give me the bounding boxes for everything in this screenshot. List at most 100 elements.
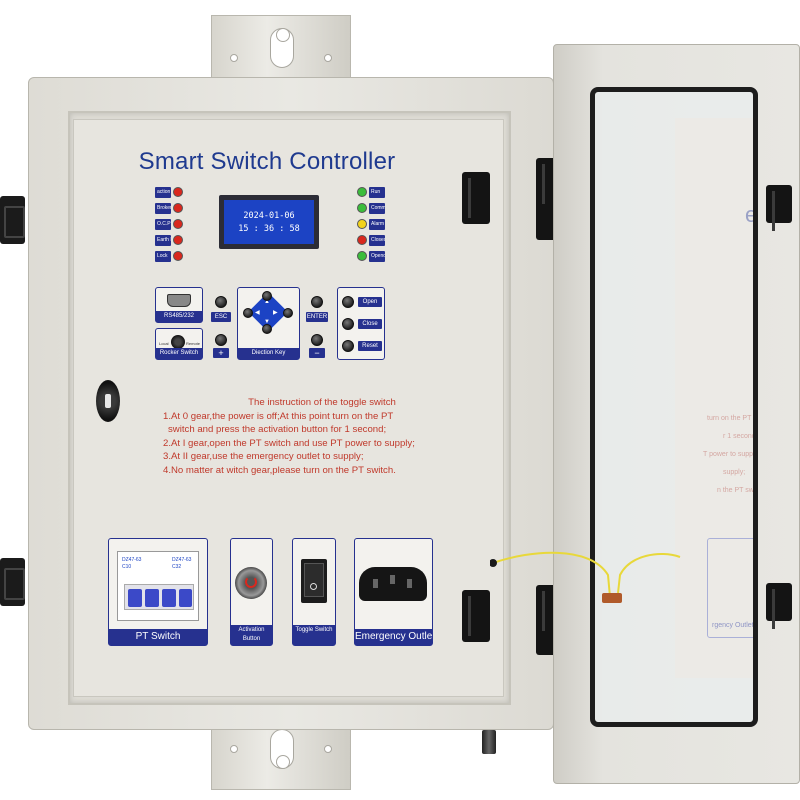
indicator-light-icon bbox=[357, 219, 367, 229]
reflection-title: er bbox=[745, 202, 758, 227]
indicator-light-icon bbox=[173, 251, 183, 261]
rocker-local-label: Local bbox=[159, 341, 169, 346]
close-button[interactable] bbox=[342, 318, 354, 330]
left-status-indicator: O.C.P bbox=[155, 218, 183, 230]
indicator-label: Earth F bbox=[155, 234, 171, 246]
breaker-levers bbox=[124, 584, 194, 610]
bracket-hole bbox=[230, 54, 238, 62]
emergency-outlet-box: Emergency Outlet bbox=[354, 538, 433, 646]
indicator-light-icon bbox=[173, 203, 183, 213]
db9-port-icon[interactable] bbox=[167, 294, 191, 307]
mounting-slot bbox=[270, 729, 294, 769]
lcd-display: 2024-01-06 15 : 36 : 58 bbox=[219, 195, 319, 249]
breaker-lever-4[interactable] bbox=[179, 589, 192, 607]
toggle-switch[interactable] bbox=[301, 559, 327, 603]
pt-switch-box: DZ47-63 C10 DZ47-63 C32 PT Switch bbox=[108, 538, 208, 646]
bottom-screw bbox=[482, 730, 496, 754]
breaker-model-1: DZ47-63 bbox=[122, 557, 142, 563]
toggle-instructions: The instruction of the toggle switch 1.A… bbox=[163, 396, 481, 478]
breaker-lever-3[interactable] bbox=[162, 589, 176, 607]
reflection-line-4: supply; bbox=[723, 469, 746, 476]
cabinet-door[interactable]: er turn on the PT r 1 second; T power to… bbox=[553, 44, 800, 784]
indicator-label: action bbox=[155, 186, 171, 198]
indicator-label: Broken bbox=[155, 202, 171, 214]
right-status-indicator: Run bbox=[357, 186, 385, 198]
indicator-label: Run bbox=[369, 186, 385, 198]
indicator-light-icon bbox=[173, 235, 183, 245]
breaker-lever-1[interactable] bbox=[128, 589, 142, 607]
breaker-rating-1: C10 bbox=[122, 564, 132, 570]
up-button[interactable] bbox=[262, 291, 272, 301]
activation-button[interactable] bbox=[235, 567, 267, 599]
left-button[interactable] bbox=[243, 308, 253, 318]
left-status-indicator: Earth F bbox=[155, 234, 183, 246]
bracket-hole bbox=[324, 54, 332, 62]
reflection-line-1: turn on the PT bbox=[707, 415, 752, 422]
right-status-indicator: Opend bbox=[357, 250, 385, 262]
reset-label: Reset bbox=[358, 341, 382, 351]
indicator-light-icon bbox=[173, 219, 183, 229]
instruction-line-1b: switch and press the activation button f… bbox=[168, 424, 387, 436]
reflection-line-3: T power to supply; bbox=[703, 451, 758, 458]
rocker-remote-label: Remote bbox=[186, 341, 201, 346]
reset-button[interactable] bbox=[342, 340, 354, 352]
breaker-model-2: DZ47-63 bbox=[172, 557, 192, 563]
activation-button-box: Activation Button bbox=[230, 538, 273, 646]
door-hinge-bottom bbox=[536, 585, 556, 655]
door-hinge-top bbox=[536, 158, 556, 240]
direction-key-label: Diection Key bbox=[238, 348, 299, 359]
rocker-switch-label: Rocker Switch bbox=[156, 348, 202, 359]
display-time: 15 : 36 : 58 bbox=[238, 224, 300, 234]
door-window: er turn on the PT r 1 second; T power to… bbox=[590, 87, 758, 727]
bracket-hole bbox=[324, 745, 332, 753]
right-status-indicator: Closed bbox=[357, 234, 385, 246]
down-arrow-icon[interactable]: ▼ bbox=[264, 319, 270, 325]
up-arrow-icon[interactable]: ▲ bbox=[264, 299, 270, 305]
rocker-knob-icon[interactable] bbox=[171, 335, 185, 349]
activation-label: Activation Button bbox=[231, 625, 272, 645]
indicator-label: Opend bbox=[369, 250, 385, 262]
reflection-line-5: n the PT switch. bbox=[717, 487, 758, 494]
indicator-label: O.C.P bbox=[155, 218, 171, 230]
instruction-line-4: 4.No matter at witch gear,please turn on… bbox=[163, 464, 396, 476]
enter-label: ENTER bbox=[306, 312, 328, 322]
emergency-outlet-label: Emergency Outlet bbox=[355, 629, 432, 645]
power-outlet-icon[interactable] bbox=[359, 567, 427, 601]
bracket-hole bbox=[230, 745, 238, 753]
right-status-indicator: Alarm bbox=[357, 218, 385, 230]
left-arrow-icon[interactable]: ◀ bbox=[255, 310, 260, 316]
instruction-line-2: 2.At I gear,open the PT switch and use P… bbox=[163, 437, 415, 449]
comm-port-label: RS485/232 bbox=[156, 311, 202, 322]
esc-label: ESC bbox=[211, 312, 231, 322]
esc-button[interactable] bbox=[215, 296, 227, 308]
door-latch-top[interactable] bbox=[462, 172, 490, 224]
door-clip-top[interactable] bbox=[766, 185, 792, 231]
left-status-indicator: Lock bbox=[155, 250, 183, 262]
plus-button[interactable] bbox=[215, 334, 227, 346]
comm-port-box: RS485/232 bbox=[155, 287, 203, 323]
enter-button[interactable] bbox=[311, 296, 323, 308]
rocker-switch-box: Local Remote Rocker Switch bbox=[155, 328, 203, 360]
indicator-light-icon bbox=[357, 235, 367, 245]
right-status-indicator: Comm bbox=[357, 202, 385, 214]
right-arrow-icon[interactable]: ▶ bbox=[273, 310, 278, 316]
minus-button[interactable] bbox=[311, 334, 323, 346]
down-button[interactable] bbox=[262, 324, 272, 334]
right-button[interactable] bbox=[283, 308, 293, 318]
indicator-light-icon bbox=[357, 251, 367, 261]
circuit-breaker[interactable]: DZ47-63 C10 DZ47-63 C32 bbox=[117, 551, 199, 621]
breaker-lever-2[interactable] bbox=[145, 589, 159, 607]
door-reflection bbox=[675, 118, 753, 678]
reflection-outlet-box: rgency Outlet bbox=[707, 538, 753, 638]
door-clip-bottom[interactable] bbox=[766, 583, 792, 629]
lock-key-icon[interactable] bbox=[96, 380, 120, 422]
indicator-label: Lock bbox=[155, 250, 171, 262]
minus-label: − bbox=[309, 348, 325, 358]
indicator-label: Alarm bbox=[369, 218, 385, 230]
breaker-rating-2: C32 bbox=[172, 564, 182, 570]
display-date: 2024-01-06 bbox=[243, 211, 295, 221]
open-button[interactable] bbox=[342, 296, 354, 308]
door-latch-bottom[interactable] bbox=[462, 590, 490, 642]
toggle-switch-box: Toggle Switch bbox=[292, 538, 336, 646]
panel-title: Smart Switch Controller bbox=[138, 148, 396, 175]
